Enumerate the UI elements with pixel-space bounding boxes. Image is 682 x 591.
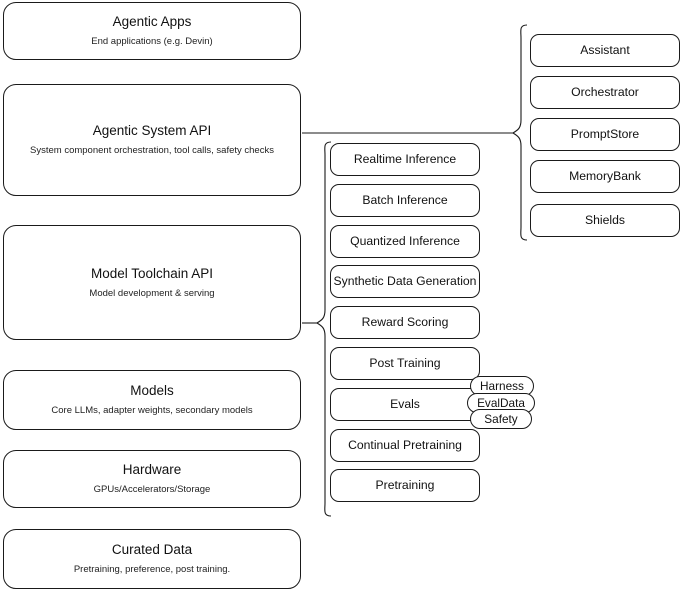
brace-system-components xyxy=(511,24,528,241)
evals-pill-label: Safety xyxy=(484,412,518,426)
toolchain-item-label: Synthetic Data Generation xyxy=(333,273,477,288)
layer-curated-data[interactable]: Curated Data Pretraining, preference, po… xyxy=(3,529,301,589)
system-item-promptstore[interactable]: PromptStore xyxy=(530,118,680,151)
toolchain-item-label: Pretraining xyxy=(375,477,435,492)
toolchain-item-label: Reward Scoring xyxy=(361,314,449,329)
toolchain-item-realtime-inference[interactable]: Realtime Inference xyxy=(330,143,480,176)
system-item-orchestrator[interactable]: Orchestrator xyxy=(530,76,680,109)
layer-subtitle: Core LLMs, adapter weights, secondary mo… xyxy=(51,405,253,416)
toolchain-item-synthetic-data-generation[interactable]: Synthetic Data Generation xyxy=(330,265,480,298)
toolchain-item-pretraining[interactable]: Pretraining xyxy=(330,469,480,502)
layer-title: Model Toolchain API xyxy=(90,265,214,281)
toolchain-item-label: Evals xyxy=(390,396,420,411)
layer-title: Agentic System API xyxy=(92,123,212,139)
layer-title: Models xyxy=(130,383,174,399)
toolchain-item-label: Batch Inference xyxy=(362,192,448,207)
layer-hardware[interactable]: Hardware GPUs/Accelerators/Storage xyxy=(3,450,301,508)
toolchain-item-label: Post Training xyxy=(369,355,441,370)
layer-subtitle: End applications (e.g. Devin) xyxy=(91,36,213,47)
evals-pill-safety[interactable]: Safety xyxy=(470,409,532,429)
layer-model-toolchain-api[interactable]: Model Toolchain API Model development & … xyxy=(3,225,301,340)
system-item-assistant[interactable]: Assistant xyxy=(530,34,680,67)
system-item-memorybank[interactable]: MemoryBank xyxy=(530,160,680,193)
brace-toolchain-components xyxy=(315,141,332,517)
layer-subtitle: Pretraining, preference, post training. xyxy=(73,564,231,575)
toolchain-item-label: Quantized Inference xyxy=(350,233,460,248)
toolchain-item-batch-inference[interactable]: Batch Inference xyxy=(330,184,480,217)
toolchain-item-reward-scoring[interactable]: Reward Scoring xyxy=(330,306,480,339)
layer-agentic-apps[interactable]: Agentic Apps End applications (e.g. Devi… xyxy=(3,2,301,60)
layer-subtitle: Model development & serving xyxy=(89,287,215,299)
layer-agentic-system-api[interactable]: Agentic System API System component orch… xyxy=(3,84,301,196)
layer-title: Hardware xyxy=(122,462,182,478)
evals-pill-label: EvalData xyxy=(477,396,525,410)
layer-subtitle: System component orchestration, tool cal… xyxy=(30,145,274,156)
layer-models[interactable]: Models Core LLMs, adapter weights, secon… xyxy=(3,370,301,430)
layer-title: Agentic Apps xyxy=(112,14,192,30)
system-item-label: PromptStore xyxy=(570,126,640,141)
toolchain-item-post-training[interactable]: Post Training xyxy=(330,347,480,380)
layer-title: Curated Data xyxy=(111,542,193,558)
toolchain-item-label: Realtime Inference xyxy=(353,151,457,166)
layer-subtitle: GPUs/Accelerators/Storage xyxy=(93,484,211,495)
system-item-shields[interactable]: Shields xyxy=(530,204,680,237)
toolchain-item-continual-pretraining[interactable]: Continual Pretraining xyxy=(330,429,480,462)
evals-pill-label: Harness xyxy=(480,379,524,393)
system-item-label: Assistant xyxy=(580,42,630,57)
toolchain-item-evals[interactable]: Evals xyxy=(330,388,480,421)
system-item-label: Orchestrator xyxy=(571,84,639,99)
toolchain-item-quantized-inference[interactable]: Quantized Inference xyxy=(330,225,480,258)
toolchain-item-label: Continual Pretraining xyxy=(348,437,462,452)
evals-pill-evaldata[interactable]: EvalData xyxy=(467,393,535,413)
system-item-label: Shields xyxy=(585,212,625,227)
system-item-label: MemoryBank xyxy=(569,168,641,183)
